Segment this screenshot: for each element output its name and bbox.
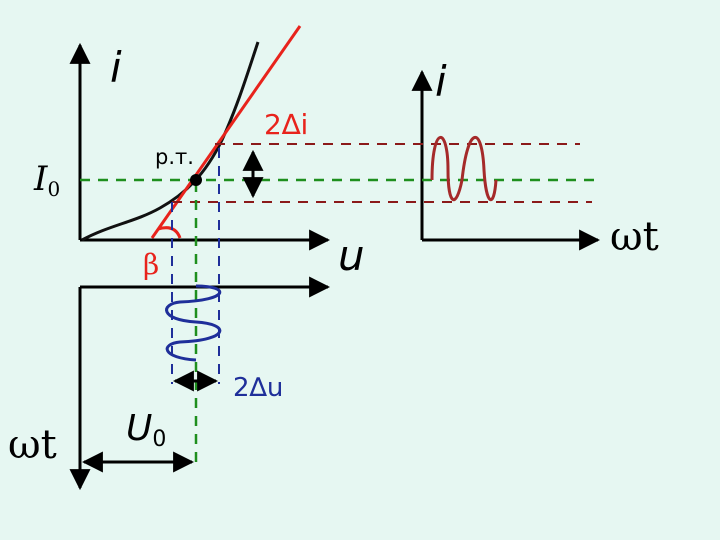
label-two-delta-u: 2∆u bbox=[233, 373, 283, 403]
label-i0-sub: 0 bbox=[47, 177, 60, 201]
input-voltage-wave bbox=[165, 284, 222, 362]
operating-point-dot bbox=[190, 174, 202, 186]
label-operating-point: р.т. bbox=[155, 145, 194, 169]
label-wt-bottom: ωt bbox=[8, 422, 57, 468]
label-wt-right: ωt bbox=[610, 214, 659, 260]
label-u0-main: U bbox=[126, 408, 152, 449]
label-u: u bbox=[338, 231, 365, 280]
label-i0: I0 bbox=[33, 159, 60, 201]
label-two-delta-i: 2∆i bbox=[264, 108, 308, 141]
label-i0-main: I bbox=[33, 159, 48, 199]
label-beta: β bbox=[143, 248, 159, 281]
label-u0: U0 bbox=[126, 408, 166, 452]
output-current-wave bbox=[430, 135, 498, 202]
label-i-right: i bbox=[435, 57, 447, 106]
label-i-left: i bbox=[110, 43, 122, 92]
beta-angle-arc bbox=[157, 226, 182, 239]
label-u0-sub: 0 bbox=[152, 427, 166, 452]
